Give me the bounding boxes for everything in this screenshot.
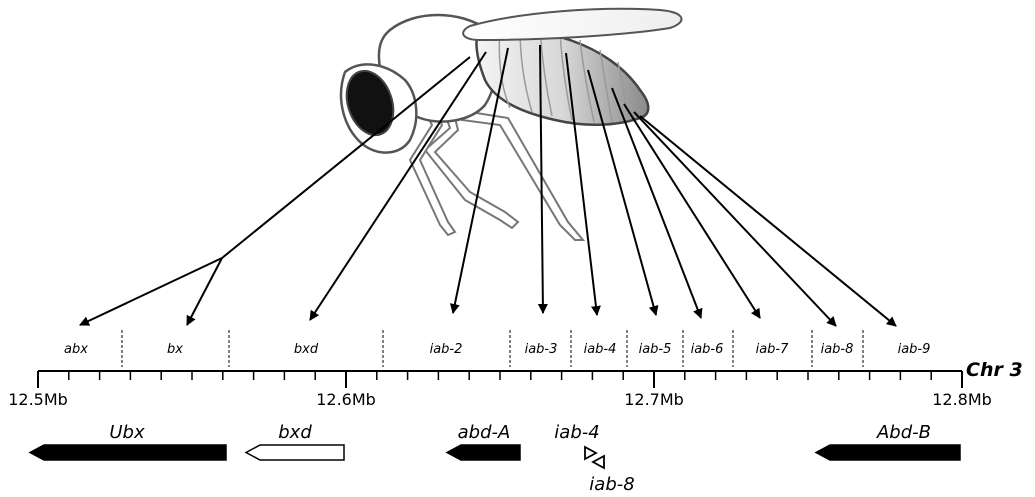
axis-tick-label: 12.8Mb (932, 390, 992, 409)
gene-track: Ubx bxd abd-A Abd-B (30, 422, 960, 460)
gene-arrow-abd-A (447, 445, 520, 460)
axis-tick-label: 12.7Mb (624, 390, 684, 409)
arrow-to-iab-8 (634, 112, 836, 326)
gene-arrow-Abd-B (816, 445, 960, 460)
gene-arrow-Ubx (30, 445, 226, 460)
gene-label-abd-A: abd-A (458, 422, 511, 443)
fly-wing (463, 9, 681, 40)
region-label-iab-9: iab-9 (898, 342, 931, 357)
fly-illustration (339, 9, 682, 240)
region-label-bxd: bxd (294, 342, 319, 357)
gene-label-bxd: bxd (278, 422, 312, 443)
region-label-bx: bx (167, 342, 183, 357)
region-label-iab-4: iab-4 (584, 342, 617, 357)
arrow-to-abx (80, 258, 222, 325)
region-label-iab-2: iab-2 (430, 342, 463, 357)
region-label-iab-6: iab-6 (691, 342, 724, 357)
region-label-iab-7: iab-7 (756, 342, 790, 357)
region-labels: abx bx bxd iab-2 iab-3 iab-4 iab-5 iab-6 iab-7 ia… (64, 342, 930, 357)
region-label-iab-3: iab-3 (525, 342, 558, 357)
gene-label-Abd-B: Abd-B (876, 422, 931, 443)
mirna-track: iab-4 iab-8 (554, 422, 634, 495)
mirna-marker-iab-8 (593, 456, 604, 468)
axis-major-ticks: 12.5Mb 12.6Mb 12.7Mb 12.8Mb (8, 390, 992, 409)
region-label-iab-8: iab-8 (821, 342, 854, 357)
mirna-label-iab-8: iab-8 (589, 474, 634, 495)
axis-tick-label: 12.6Mb (316, 390, 376, 409)
mirna-marker-iab-4 (585, 447, 596, 459)
arrow-to-bx (187, 258, 222, 325)
gene-label-Ubx: Ubx (109, 422, 145, 443)
chromosome-label: Chr 3 (966, 359, 1023, 381)
region-label-iab-5: iab-5 (639, 342, 672, 357)
region-label-abx: abx (64, 342, 88, 357)
region-dividers (122, 330, 863, 367)
mirna-label-iab-4: iab-4 (554, 422, 599, 443)
gene-arrow-bxd (246, 445, 344, 460)
axis-minor-ticks (38, 371, 962, 388)
arrow-to-iab-7 (624, 104, 760, 318)
arrow-to-iab-9 (640, 116, 896, 326)
axis-tick-label: 12.5Mb (8, 390, 68, 409)
